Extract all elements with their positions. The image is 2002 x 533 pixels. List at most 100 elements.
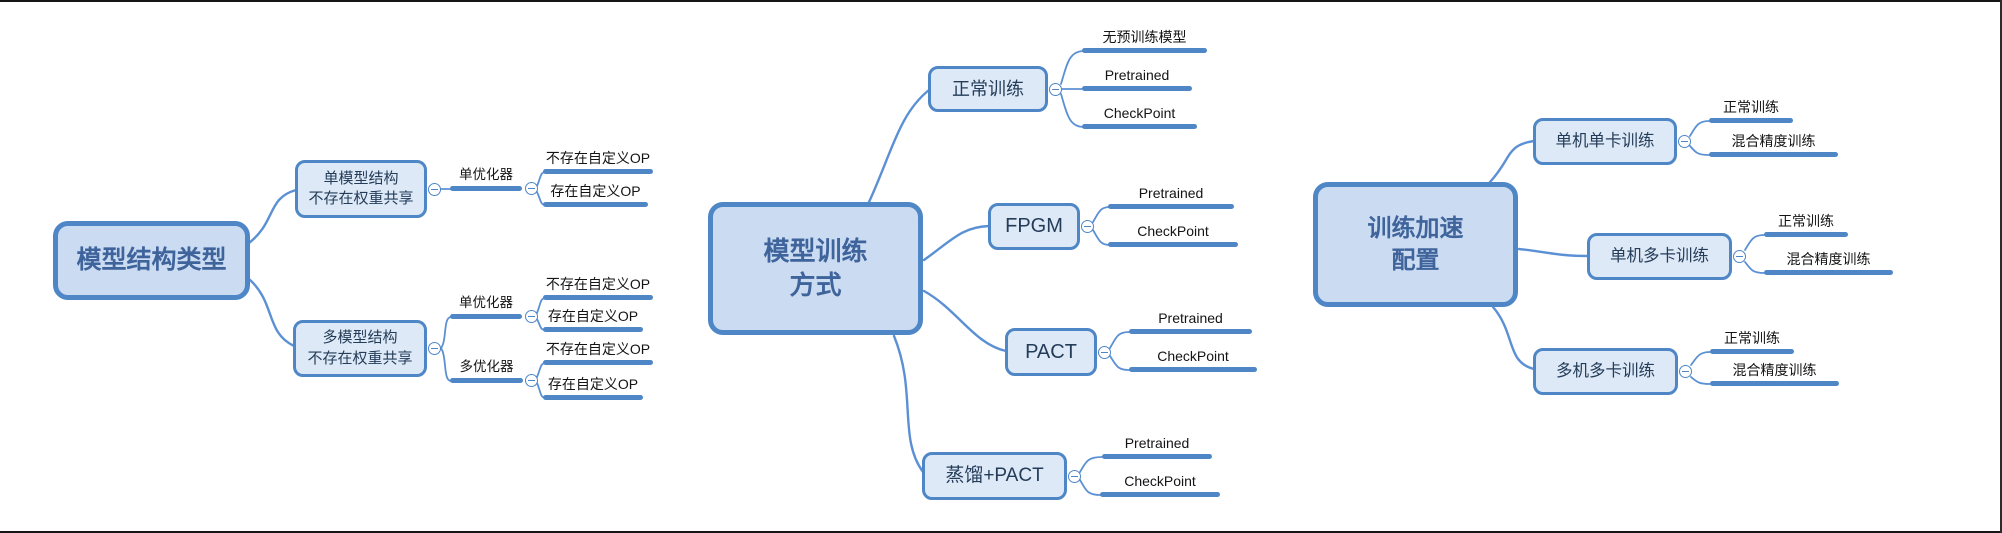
window-edge-top — [0, 0, 2002, 2]
collapse-icon[interactable] — [525, 374, 538, 387]
connector — [922, 224, 991, 262]
node-underline — [543, 360, 653, 365]
node-label: 单机多卡训练 — [1610, 247, 1709, 266]
branch-node-distill-pact[interactable]: 蒸馏+PACT — [922, 452, 1067, 500]
branch-node-single-machine-single-card[interactable]: 单机单卡训练 — [1533, 118, 1677, 165]
node-label: 多优化器 — [459, 359, 514, 374]
node-label: Pretrained — [1124, 435, 1190, 451]
leaf-node[interactable]: CheckPoint — [1082, 104, 1197, 129]
connector — [922, 289, 1008, 353]
node-underline — [450, 186, 522, 191]
leaf-node[interactable]: 混合精度训练 — [1710, 361, 1839, 386]
node-underline — [1082, 124, 1197, 129]
connector — [1744, 261, 1765, 274]
branch-node-single-machine-multi-card[interactable]: 单机多卡训练 — [1587, 233, 1732, 280]
leaf-node[interactable]: Pretrained — [1082, 66, 1192, 91]
node-underline — [543, 202, 648, 207]
leaf-node[interactable]: Pretrained — [1129, 309, 1252, 334]
node-underline — [450, 314, 522, 319]
root-node-training-acceleration[interactable]: 训练加速 配置 — [1313, 182, 1518, 307]
node-label: Pretrained — [1158, 310, 1223, 326]
branch-node-multi-optimizer[interactable]: 多优化器 — [450, 358, 523, 383]
connector — [247, 277, 296, 348]
leaf-node[interactable]: 混合精度训练 — [1764, 250, 1893, 275]
node-underline — [1710, 349, 1794, 354]
connector — [1690, 351, 1711, 366]
collapse-icon[interactable] — [525, 182, 538, 195]
connector — [867, 88, 931, 204]
leaf-node[interactable]: 混合精度训练 — [1709, 132, 1838, 157]
node-label: 单优化器 — [459, 295, 513, 310]
connector — [1079, 456, 1103, 473]
leaf-node[interactable]: 正常训练 — [1709, 98, 1793, 123]
node-label: 正常训练 — [1778, 213, 1834, 229]
collapse-icon[interactable] — [1081, 220, 1094, 233]
collapse-icon[interactable] — [1049, 83, 1062, 96]
connector — [1060, 93, 1085, 128]
branch-node-pact[interactable]: PACT — [1005, 328, 1097, 376]
node-underline — [1102, 454, 1212, 459]
node-underline — [1709, 152, 1838, 157]
connector — [247, 188, 298, 245]
leaf-node[interactable]: CheckPoint — [1108, 222, 1238, 247]
branch-node-normal-training[interactable]: 正常训练 — [928, 66, 1048, 112]
connector — [1079, 479, 1101, 496]
root-node-training-method[interactable]: 模型训练 方式 — [708, 202, 923, 335]
leaf-node[interactable]: 无预训练模型 — [1082, 28, 1207, 53]
node-label: 存在自定义OP — [550, 183, 641, 199]
node-underline — [1764, 232, 1848, 237]
collapse-icon[interactable] — [1678, 135, 1691, 148]
connector — [1690, 376, 1711, 385]
node-underline — [1764, 270, 1893, 275]
collapse-icon[interactable] — [428, 342, 441, 355]
leaf-node[interactable]: 不存在自定义OP — [543, 275, 653, 300]
connector — [1109, 355, 1130, 371]
leaf-node[interactable]: 不存在自定义OP — [543, 149, 653, 174]
branch-node-fpgm[interactable]: FPGM — [988, 203, 1080, 250]
branch-node-single-optimizer[interactable]: 单优化器 — [450, 166, 522, 191]
collapse-icon[interactable] — [1733, 250, 1746, 263]
collapse-icon[interactable] — [428, 183, 441, 196]
connector — [1491, 305, 1536, 371]
node-label: 混合精度训练 — [1731, 133, 1816, 149]
branch-node-multi-machine-multi-card[interactable]: 多机多卡训练 — [1533, 348, 1678, 395]
leaf-node[interactable]: CheckPoint — [1129, 347, 1257, 372]
connector — [1488, 139, 1536, 184]
window-edge-bottom — [0, 531, 2002, 533]
node-underline — [543, 327, 643, 332]
leaf-node[interactable]: Pretrained — [1102, 434, 1212, 459]
leaf-node[interactable]: 存在自定义OP — [543, 182, 648, 207]
node-label: 单模型结构 不存在权重共享 — [308, 169, 414, 207]
leaf-node[interactable]: Pretrained — [1108, 184, 1234, 209]
leaf-node[interactable]: 存在自定义OP — [543, 307, 643, 332]
node-underline — [1709, 118, 1793, 123]
node-underline — [1082, 86, 1192, 91]
node-label: 训练加速 配置 — [1367, 215, 1464, 274]
node-label: CheckPoint — [1137, 223, 1209, 239]
leaf-node[interactable]: 存在自定义OP — [543, 375, 643, 400]
collapse-icon[interactable] — [1068, 470, 1081, 483]
collapse-icon[interactable] — [1679, 365, 1692, 378]
node-label: 单优化器 — [459, 167, 513, 182]
leaf-node[interactable]: 不存在自定义OP — [543, 340, 653, 365]
root-node-model-structure[interactable]: 模型结构类型 — [53, 221, 250, 300]
node-label: 无预训练模型 — [1102, 29, 1187, 45]
connector — [1092, 229, 1111, 246]
collapse-icon[interactable] — [525, 310, 538, 323]
branch-node-single-optimizer[interactable]: 单优化器 — [450, 294, 522, 319]
collapse-icon[interactable] — [1098, 346, 1111, 359]
leaf-node[interactable]: 正常训练 — [1764, 212, 1848, 237]
branch-node-single-model[interactable]: 单模型结构 不存在权重共享 — [295, 160, 427, 218]
leaf-node[interactable]: 正常训练 — [1710, 329, 1794, 354]
node-label: 存在自定义OP — [547, 376, 639, 392]
node-label: 不存在自定义OP — [545, 276, 651, 292]
leaf-node[interactable]: CheckPoint — [1100, 472, 1220, 497]
node-label: 模型结构类型 — [76, 246, 227, 275]
node-label: 蒸馏+PACT — [945, 465, 1044, 487]
node-underline — [1108, 242, 1238, 247]
branch-node-multi-model[interactable]: 多模型结构 不存在权重共享 — [293, 320, 427, 377]
node-label: 存在自定义OP — [547, 308, 639, 324]
node-underline — [1129, 329, 1252, 334]
connector — [1744, 234, 1765, 251]
